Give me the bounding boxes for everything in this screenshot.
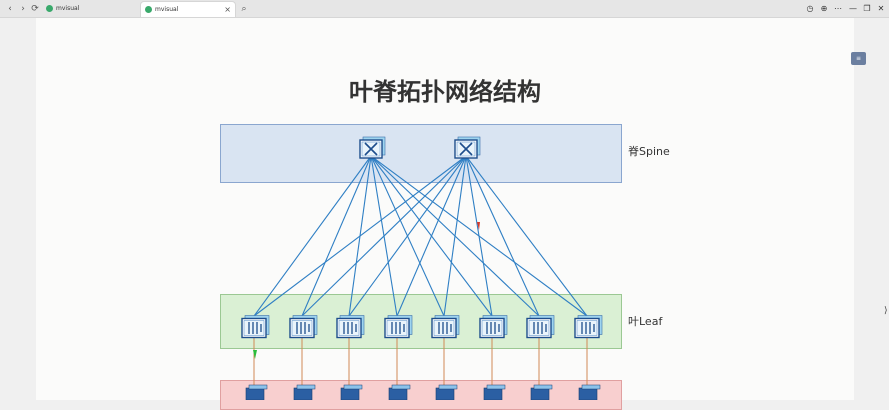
spine-leaf-link	[396, 155, 467, 317]
close-window-button[interactable]: ✕	[877, 4, 885, 13]
back-button[interactable]: ‹	[8, 4, 12, 14]
diagram-title: 叶脊拓扑网络结构	[349, 78, 541, 106]
tab-inactive[interactable]: mvisual	[42, 1, 137, 17]
server-icon	[483, 387, 503, 400]
favicon-icon	[46, 5, 53, 12]
spine-switch-icon-cross-glyph	[364, 142, 378, 156]
server-icon	[245, 387, 265, 400]
spine-layer-label: 脊Spine	[628, 145, 670, 158]
leaf-switch-icon-arrows-glyph	[296, 322, 310, 334]
leaf-switch-icon-arrows-glyph	[248, 322, 262, 334]
forward-button[interactable]: ›	[21, 4, 25, 14]
server-icon-top	[581, 384, 601, 390]
spine-leaf-link	[465, 155, 540, 317]
spine-switch-icon-cross-glyph	[459, 142, 473, 156]
server-icon-top	[296, 384, 316, 390]
search-icon[interactable]: ⌕	[241, 4, 247, 14]
server-icon	[293, 387, 313, 400]
spine-leaf-link	[348, 155, 467, 317]
minimize-button[interactable]: —	[849, 4, 857, 13]
server-icon-top	[533, 384, 553, 390]
spine-leaf-link	[465, 155, 493, 317]
server-icon-top	[438, 384, 458, 390]
spine-leaf-link	[253, 155, 372, 317]
close-tab-icon[interactable]: ×	[224, 5, 231, 14]
globe-icon[interactable]: ⊕	[820, 4, 828, 13]
server-icon-top	[343, 384, 363, 390]
spine-leaf-link	[253, 155, 467, 317]
leaf-switch-icon-arrows-glyph	[438, 322, 452, 334]
leaf-switch-icon-arrows-glyph	[486, 322, 500, 334]
server-icon	[388, 387, 408, 400]
favicon-icon	[145, 6, 152, 13]
server-icon-top	[248, 384, 268, 390]
topology-diagram	[241, 136, 603, 400]
leaf-switch-icon-arrows-glyph	[343, 322, 357, 334]
spine-leaf-link	[443, 155, 467, 317]
spine-leaf-link	[301, 155, 372, 317]
traffic-arrow-green	[253, 350, 257, 359]
spine-layer-box	[220, 124, 622, 183]
restore-button[interactable]: ❐	[863, 4, 871, 13]
browser-titlebar: ‹ › ⟳ mvisual mvisual × ⌕ ◷ ⊕ ⋯ — ❐ ✕	[0, 0, 889, 18]
leaf-layer-label: 叶Leaf	[628, 315, 663, 328]
server-icon	[435, 387, 455, 400]
tab-title: mvisual	[56, 5, 80, 12]
leaf-switch-icon-arrows-glyph	[391, 322, 405, 334]
more-icon[interactable]: ⋯	[834, 4, 842, 13]
edge-caret-icon[interactable]: ⟩	[884, 306, 888, 316]
leaf-layer-box	[220, 294, 622, 349]
server-icon-top	[486, 384, 506, 390]
tab-active[interactable]: mvisual ×	[140, 1, 236, 17]
reload-button[interactable]: ⟳	[31, 4, 39, 14]
history-icon[interactable]: ◷	[806, 4, 814, 13]
leaf-switch-icon-arrows-glyph	[581, 322, 595, 334]
server-icon	[578, 387, 598, 400]
spine-leaf-link	[301, 155, 467, 317]
spine-leaf-link	[465, 155, 588, 317]
leaf-switch-icon-arrows-glyph	[533, 322, 547, 334]
traffic-arrow-red	[477, 222, 480, 230]
tab-title: mvisual	[155, 6, 179, 13]
server-icon	[340, 387, 360, 400]
side-menu-icon[interactable]: ≡	[851, 52, 866, 65]
server-icon-top	[391, 384, 411, 390]
server-icon	[530, 387, 550, 400]
